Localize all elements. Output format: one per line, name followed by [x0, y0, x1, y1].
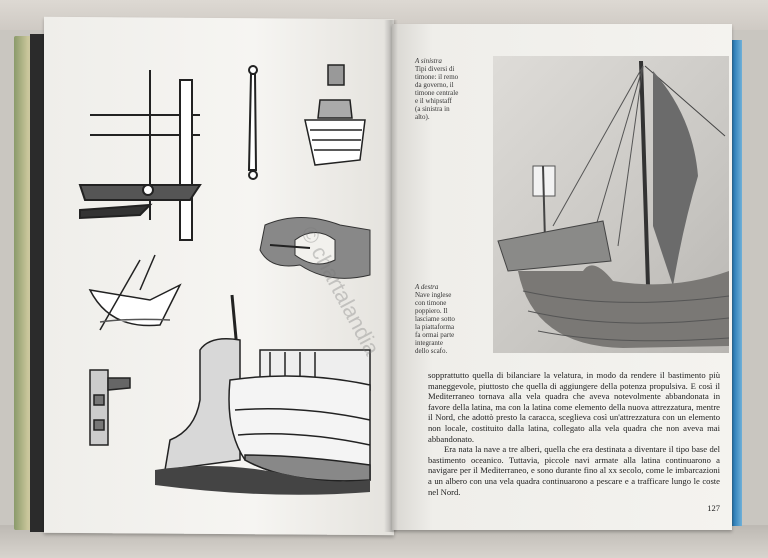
- caption-line: da governo, il: [415, 81, 454, 89]
- body-text: sopprattutto quella di bilanciare la vel…: [428, 370, 720, 514]
- whipstaff-drawing: [78, 70, 202, 241]
- ship-stern-small-drawing: [304, 64, 366, 166]
- caption-heading: A destra: [415, 283, 439, 291]
- tiller-drawing: [247, 65, 258, 180]
- caption-line: fa ormai parte: [415, 331, 455, 339]
- book-gutter: [384, 20, 398, 532]
- caption-line: timone: il remo: [415, 73, 459, 81]
- caption-left-illustrations: A sinistra Tipi diversi di timone: il re…: [415, 57, 481, 121]
- caption-line: alto).: [415, 113, 430, 121]
- caption-line: Nave inglese: [415, 291, 452, 299]
- caption-heading: A sinistra: [415, 57, 442, 65]
- ship-model-photo: [493, 56, 730, 353]
- page-number: 127: [707, 503, 720, 514]
- caption-line: (a sinistra in: [415, 105, 450, 113]
- caption-line: integrante: [415, 339, 443, 347]
- english-ship-stern-drawing: [155, 294, 371, 495]
- rudder-illustrations: [78, 64, 371, 495]
- caption-line: Tipi diversi di: [415, 65, 455, 73]
- caption-line: e il whipstaff: [415, 97, 452, 105]
- caption-line: poppiero. Il: [415, 307, 448, 315]
- caption-line: lasciame sotto: [415, 315, 455, 323]
- sternpost-rudder-drawing: [89, 369, 131, 446]
- caption-line: la piattaforma: [415, 323, 455, 331]
- paragraph: Era nata la nave a tre alberi, quella ch…: [428, 444, 720, 497]
- book-spine-left: [30, 34, 48, 532]
- paragraph: sopprattutto quella di bilanciare la vel…: [428, 370, 720, 444]
- caption-right-photo: A destra Nave inglese con timone poppier…: [415, 283, 481, 355]
- ship-model-image: [497, 60, 730, 348]
- caption-line: dello scafo.: [415, 347, 448, 355]
- steering-oar-boat-drawing: [88, 254, 182, 331]
- rudder-pintle-drawing: [259, 217, 371, 279]
- caption-line: con timone: [415, 299, 447, 307]
- caption-line: timone centrale: [415, 89, 459, 97]
